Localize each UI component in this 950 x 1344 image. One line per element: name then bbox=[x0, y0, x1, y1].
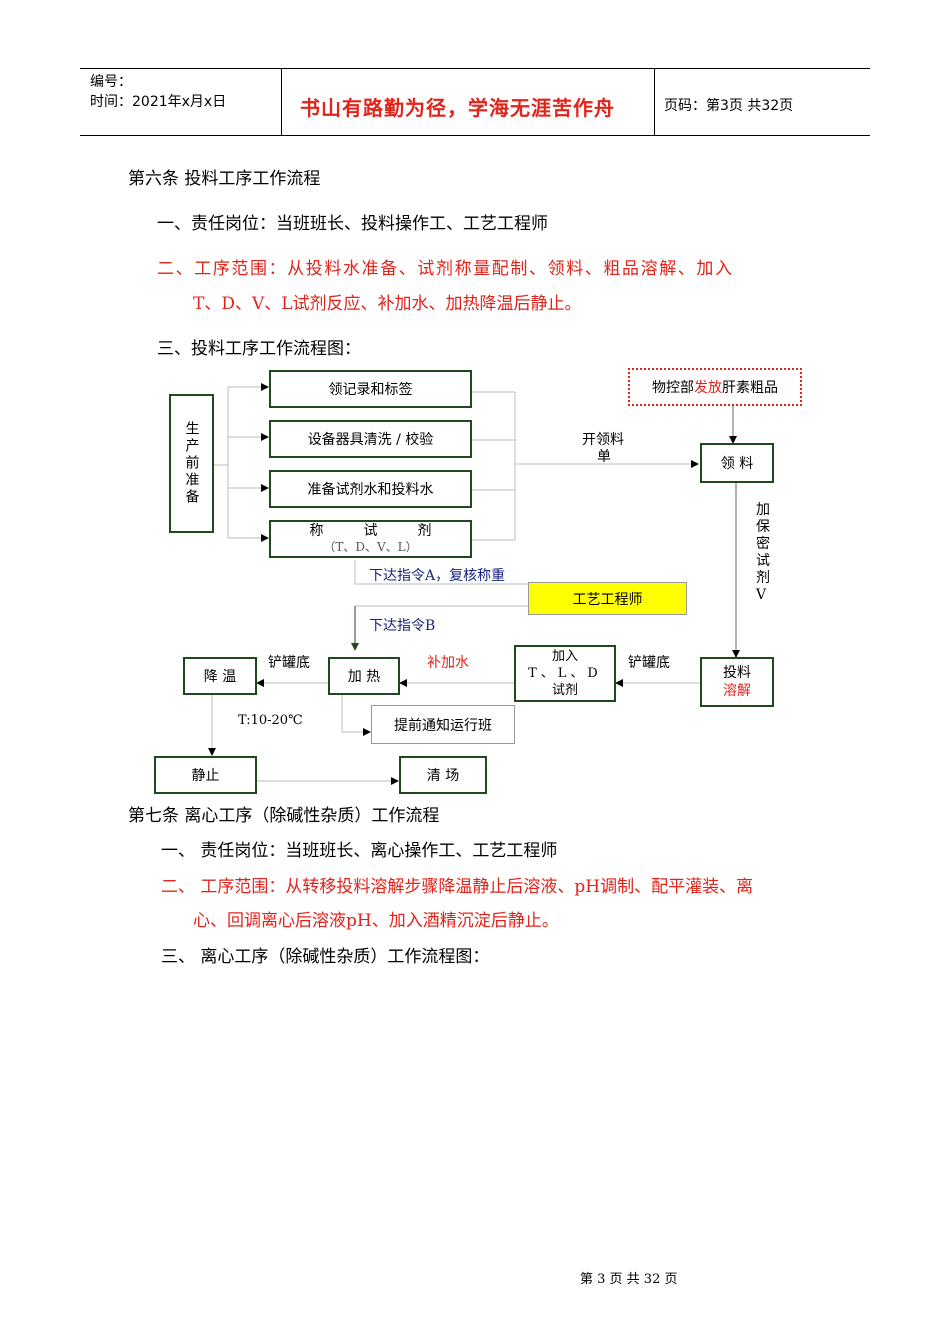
box-weigh-label: 称 试 剂 bbox=[309, 523, 432, 539]
label-shovel-left: 铲罐底 bbox=[268, 655, 310, 671]
box-still: 静止 bbox=[154, 756, 257, 794]
box-feed: 投料 溶解 bbox=[700, 657, 774, 707]
section6-item2-line2: T、D、V、L试剂反应、补加水、加热降温后静止。 bbox=[193, 294, 582, 314]
box-record-label: 领记录和标签 bbox=[328, 382, 413, 398]
box-engineer-label: 工艺工程师 bbox=[572, 591, 643, 608]
material-source-a: 物控部 bbox=[652, 380, 694, 396]
header-bottom-rule bbox=[80, 135, 870, 136]
box-add-tld-1: 加入 bbox=[551, 649, 578, 664]
label-shovel-right: 铲罐底 bbox=[628, 655, 670, 671]
section6-item2-line1: 二、工序范围：从投料水准备、试剂称量配制、领料、粗品溶解、加入 bbox=[157, 259, 734, 279]
box-feed-label-2: 溶解 bbox=[723, 683, 751, 699]
header-number: 编号： bbox=[90, 74, 132, 90]
box-weigh: 称 试 剂 （T、D、V、L） bbox=[269, 520, 472, 558]
box-receive: 领 料 bbox=[700, 443, 774, 483]
label-add-water: 补加水 bbox=[427, 655, 469, 671]
box-clean-label: 清 场 bbox=[426, 768, 460, 784]
header-motto: 书山有路勤为径，学海无涯苦作舟 bbox=[300, 96, 615, 120]
box-add-tld-3: 试剂 bbox=[551, 683, 578, 698]
section7-item3: 三、 离心工序（除碱性杂质）工作流程图： bbox=[161, 947, 490, 967]
header-time: 时间：2021年x月x日 bbox=[90, 94, 227, 110]
box-clean: 清 场 bbox=[399, 756, 487, 794]
box-cool-label: 降 温 bbox=[203, 669, 237, 685]
label-add-v: 加保密试剂V bbox=[756, 502, 770, 603]
box-heat: 加 热 bbox=[328, 657, 400, 695]
section7-item2-line1: 二、 工序范围：从转移投料溶解步骤降温静止后溶液、pH调制、配平灌装、离 bbox=[161, 877, 754, 897]
label-instruction-a: 下达指令A，复核称重 bbox=[369, 568, 506, 584]
header-top-rule bbox=[80, 68, 870, 69]
box-water: 准备试剂水和投料水 bbox=[269, 470, 472, 508]
box-cool: 降 温 bbox=[183, 657, 257, 695]
material-source-c: 肝素粗品 bbox=[722, 380, 778, 396]
box-prep: 生产前准备 bbox=[169, 394, 214, 533]
box-notify: 提前通知运行班 bbox=[371, 705, 515, 744]
box-heat-label: 加 热 bbox=[347, 669, 381, 685]
header-page: 页码：第3页 共32页 bbox=[664, 98, 794, 114]
box-record: 领记录和标签 bbox=[269, 370, 472, 408]
box-notify-label: 提前通知运行班 bbox=[394, 717, 492, 734]
box-add-tld-2: T、L、D bbox=[528, 666, 602, 681]
box-add-tld: 加入 T、L、D 试剂 bbox=[514, 645, 616, 702]
header-divider-right bbox=[654, 68, 655, 136]
box-material-source: 物控部发放肝素粗品 bbox=[628, 368, 802, 406]
section7-title: 第七条 离心工序（除碱性杂质）工作流程 bbox=[128, 806, 440, 826]
label-open-order-2: 单 bbox=[597, 449, 611, 465]
box-feed-label-1: 投料 bbox=[723, 665, 751, 681]
section6-item1: 一、责任岗位：当班班长、投料操作工、工艺工程师 bbox=[157, 214, 548, 234]
section7-item2-line2: 心、回调离心后溶液pH、加入酒精沉淀后静止。 bbox=[193, 911, 559, 931]
material-source-b: 发放 bbox=[694, 380, 722, 396]
label-instruction-b: 下达指令B bbox=[369, 618, 436, 634]
section6-title: 第六条 投料工序工作流程 bbox=[128, 169, 321, 189]
box-weigh-sub: （T、D、V、L） bbox=[323, 540, 418, 554]
box-still-label: 静止 bbox=[191, 768, 220, 784]
box-prep-label: 生产前准备 bbox=[183, 421, 200, 506]
box-equipment: 设备器具清洗 / 校验 bbox=[269, 420, 472, 458]
box-water-label: 准备试剂水和投料水 bbox=[307, 482, 434, 498]
section7-item1: 一、 责任岗位：当班班长、离心操作工、工艺工程师 bbox=[161, 841, 558, 861]
footer-page: 第 3 页 共 32 页 bbox=[580, 1272, 678, 1287]
box-equipment-label: 设备器具清洗 / 校验 bbox=[307, 432, 434, 448]
section6-item3: 三、投料工序工作流程图： bbox=[157, 339, 361, 359]
header-divider-left bbox=[281, 68, 282, 136]
box-receive-label: 领 料 bbox=[720, 456, 754, 472]
label-open-order-1: 开领料 bbox=[582, 432, 624, 448]
label-temp: T:10-20℃ bbox=[238, 713, 303, 728]
box-engineer: 工艺工程师 bbox=[528, 582, 687, 615]
